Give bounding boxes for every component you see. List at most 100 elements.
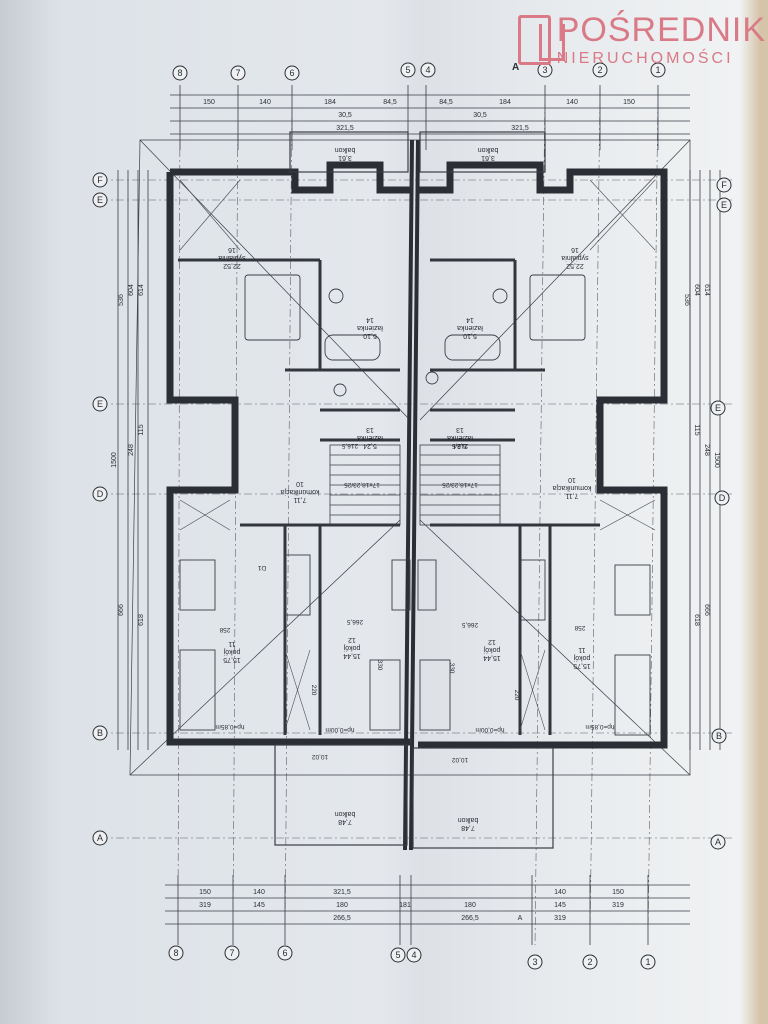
dimension-label: 216,5 [451,442,468,449]
axis-label-left-a: A [97,833,103,843]
room-labels: 16 sypialnia 22,52 16 sypialnia 22,52 14… [218,246,591,669]
axis-label-left-f: F [97,175,103,185]
bottom-dim: 319 [612,902,624,909]
room-name: sypialnia [218,254,245,261]
left-dim: 115 [138,424,145,435]
room-name: łazienka [457,324,483,331]
level-label: 10,02 [451,756,468,763]
bottom-dim: 140 [554,889,566,896]
room-name: komunikacja [280,488,319,495]
stairs-label-left: 17x18,23/25 [344,481,380,488]
left-dim: 604 [128,284,135,296]
axis-bubbles-side [92,172,732,850]
axis-label-bottom-6: 6 [282,948,287,958]
room-number: 10 [568,476,576,483]
sill-height-label: hp=0,00m [325,726,354,733]
dimension-label: 330 [376,660,383,671]
axis-label-top-3: 3 [542,65,547,75]
left-dim: 666 [118,604,125,616]
axis-label-bottom-5: 5 [395,950,400,960]
bottom-dim: 180 [336,902,348,909]
room-number: 12 [348,636,356,643]
room-name: pokój [343,644,360,651]
furniture [179,274,651,736]
sill-height-label: hp=0,85m [215,723,244,730]
bottom-dim: 266,5 [333,915,351,922]
room-number: 11 [228,640,235,647]
bottom-dimension-lines [165,875,690,945]
axis-bubbles-top [172,62,666,81]
balconies [274,131,554,849]
top-dim: 84,5 [383,99,397,106]
bottom-dimension-texts: 150 140 321,5 140 150 319 145 180 181 18… [199,889,624,922]
room-name: pokój [573,654,590,661]
left-dim: 614 [138,284,145,296]
axis-label-top-1: 1 [655,65,660,75]
dimension-label: 220 [513,690,520,701]
room-name: pokój [483,646,500,653]
dimension-label: 258 [574,624,585,631]
right-dim: 248 [703,444,710,456]
balcony-area: 3,61 [481,154,495,161]
left-dim: 618 [138,614,145,626]
balcony-area: 7,48 [338,818,352,825]
axis-label-bottom-7: 7 [229,948,234,958]
bottom-dim: 150 [612,889,624,896]
watermark-text: POŚREDNIK NIERUCHOMOŚCI [557,13,766,67]
section-marker-a: A [512,62,519,73]
dimension-label: 220 [310,685,317,696]
room-area: 22,52 [223,262,241,269]
top-dimension-texts: 150 140 184 84,5 84,5 184 140 150 321,5 … [203,99,635,132]
axis-bubbles-bottom [168,945,656,970]
axis-label-left-e: E [97,399,103,409]
room-name: pokój [223,648,240,655]
axis-label-bottom-4: 4 [411,950,416,960]
sill-height-label: hp=0,85m [585,723,614,730]
grid-axis-lines [100,84,735,946]
bottom-dim: 266,5 [461,915,479,922]
axis-label-right-b: B [716,731,722,741]
stairs [329,444,501,526]
dimension-label: 266,5 [461,621,478,628]
room-number: 16 [571,246,579,253]
bottom-dim: 321,5 [333,889,351,896]
axis-label-bottom-1: 1 [645,957,650,967]
room-number: 11 [578,646,585,653]
bottom-dim: 140 [253,889,265,896]
bottom-dim: 145 [253,902,265,909]
bottom-dim: 180 [464,902,476,909]
axis-label-left-d: D [97,489,104,499]
dimension-label: 258 [219,626,230,633]
room-number: 12 [488,638,496,645]
bottom-dim: 319 [554,915,566,922]
bottom-dim: A [518,915,523,922]
top-dim: 30,5 [473,112,487,119]
dimension-label: 266,5 [346,618,363,625]
axis-label-top-8: 8 [177,68,182,78]
room-number: 16 [228,246,236,253]
top-dim: 150 [203,99,215,106]
exterior-walls [166,161,668,749]
balcony-name: balkon [335,810,356,817]
left-dim: 248 [128,444,135,456]
room-name: łazienka [357,434,383,441]
top-dim: 184 [499,99,511,106]
level-label: 10,02 [311,753,328,760]
right-dim: 536 [683,294,690,306]
room-area: 5,24 [453,442,467,449]
balcony-labels: balkon 3,61 balkon 3,61 balkon 7,48 balk… [335,146,499,831]
room-area: 15,75 [573,662,591,669]
left-dim: 536 [118,294,125,306]
axis-label-top-4: 4 [425,65,430,75]
sill-height-label: hp=0,00m [475,726,504,733]
watermark-house-icon [518,15,565,65]
misc-labels: 17x18,23/25 17x18,23/25 hp=0,85m hp=0,85… [215,442,614,763]
top-dim: 321,5 [336,125,354,132]
bottom-dim: 181 [399,902,411,909]
top-dim: 84,5 [439,99,453,106]
top-dim: 321,5 [511,125,529,132]
room-name: łazienka [447,434,473,441]
room-area: 5,10 [363,332,377,339]
watermark-line1: POŚREDNIK [556,11,766,49]
